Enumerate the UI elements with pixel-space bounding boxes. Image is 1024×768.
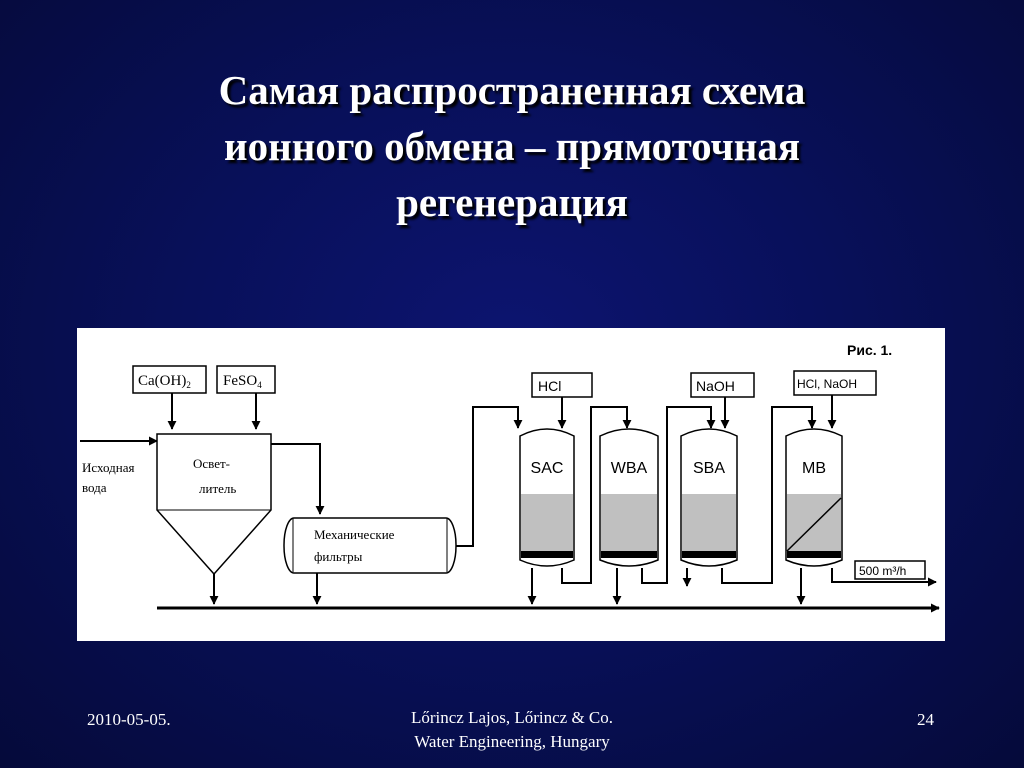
filter-label-2: фильтры [314,549,363,564]
naoh-label: NaOH [696,378,735,394]
wba-to-sba-line [641,406,716,584]
title-line-2: ионного обмена – прямоточная [223,123,801,169]
hcl-label: HCl [538,378,561,394]
reagent-lime-box: Ca(OH)2 [132,365,207,394]
filter-label-1: Механические [314,527,395,542]
title-line-3: регенерация [396,179,628,225]
chemical-box-hcl-naoh: HCl, NaOH [793,370,877,396]
column-mb: MB [785,428,843,567]
ferrous-label: FeSO [223,373,257,389]
mechanical-filters: Механические фильтры [283,517,457,574]
process-diagram: Рис. 1. Исходная вода Ca(OH)2 FeSO4 Осве… [77,328,945,641]
product-arrow [831,568,937,587]
chemical-box-hcl: HCl [531,372,593,398]
svg-text:Ca(OH)2: Ca(OH)2 [138,373,191,390]
title-line-1: Самая распространенная схема [218,67,806,113]
clarifier-to-filter-arrow [271,443,325,515]
output-box: 500 m³/h [854,560,926,580]
process-diagram-svg: Рис. 1. Исходная вода Ca(OH)2 FeSO4 Осве… [80,342,940,613]
lime-label: Ca(OH) [138,373,186,389]
footer-credit-line-1: Lőrincz Lajos, Lőrincz & Co. [410,708,614,727]
ferrous-subscript: 4 [257,380,262,390]
output-label: 500 m³/h [859,564,906,578]
column-sac: SAC [519,428,575,567]
sac-label: SAC [531,460,564,477]
footer-credit-line-2: Water Engineering, Hungary [414,732,610,751]
footer-date: 2010-05-05. [87,710,171,729]
column-sba: SBA [680,428,738,567]
chemical-box-naoh: NaOH [690,372,755,398]
mb-label: MB [802,460,826,477]
sba-label: SBA [693,460,725,477]
lime-subscript: 2 [186,380,191,390]
clarifier-label-1: Освет- [193,456,230,471]
svg-text:FeSO4: FeSO4 [223,373,262,390]
reagent-ferrous-box: FeSO4 [216,365,276,394]
column-wba: WBA [599,428,659,567]
inlet-label-1: Исходная [82,460,134,475]
inlet-label-2: вода [82,480,107,495]
clarifier-label-2: литель [199,481,236,496]
filter-to-sac-line [456,406,523,547]
figure-label: Рис. 1. [847,342,892,358]
sac-to-wba-line [561,406,632,584]
sba-to-mb-line [721,406,817,584]
wba-label: WBA [611,460,648,477]
clarifier: Освет- литель [156,433,272,576]
footer-credit: Lőrincz Lajos, Lőrincz & Co. Water Engin… [312,706,712,754]
page-number: 24 [917,710,934,729]
slide-title: Самая распространенная схема ионного обм… [60,62,964,230]
hcl-naoh-label: HCl, NaOH [797,377,857,391]
